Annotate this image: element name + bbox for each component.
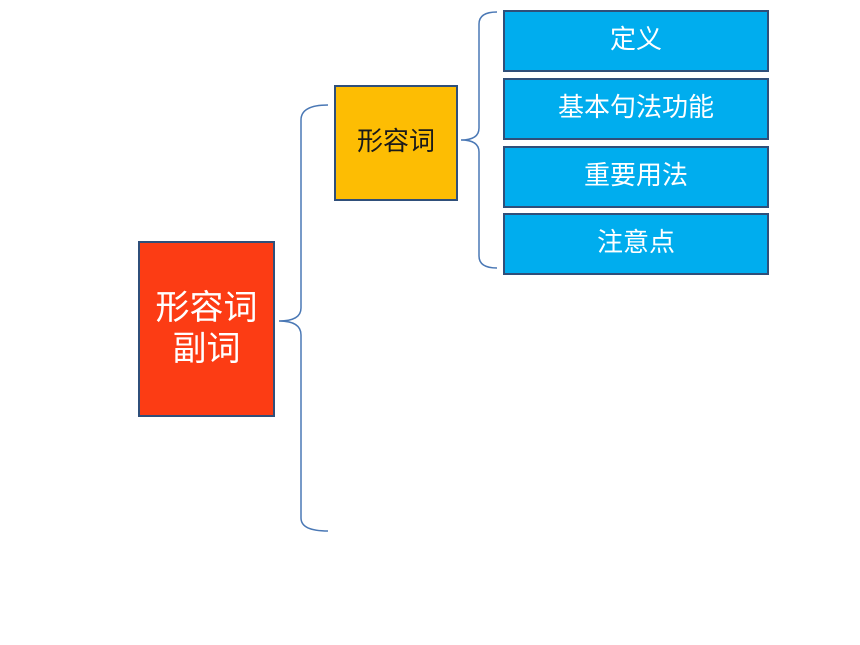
leaf-node-label: 重要用法 <box>583 161 688 192</box>
leaf-node-label: 注意点 <box>596 228 675 259</box>
leaf-node-basic-syntax: 基本句法功能 <box>503 78 769 140</box>
branch-node-label: 形容词 <box>356 127 435 158</box>
root-node-adjective-adverb: 形容词副词 <box>138 241 275 417</box>
leaf-node-notes: 注意点 <box>503 213 769 275</box>
leaf-node-label: 定义 <box>609 25 662 56</box>
leaf-node-label: 基本句法功能 <box>557 93 714 124</box>
root-bracket <box>278 104 329 532</box>
root-node-label: 形容词副词 <box>155 288 258 369</box>
leaf-node-definition: 定义 <box>503 10 769 72</box>
branch-bracket <box>460 11 498 269</box>
leaf-node-important-usage: 重要用法 <box>503 146 769 208</box>
branch-node-adjective: 形容词 <box>334 85 458 201</box>
